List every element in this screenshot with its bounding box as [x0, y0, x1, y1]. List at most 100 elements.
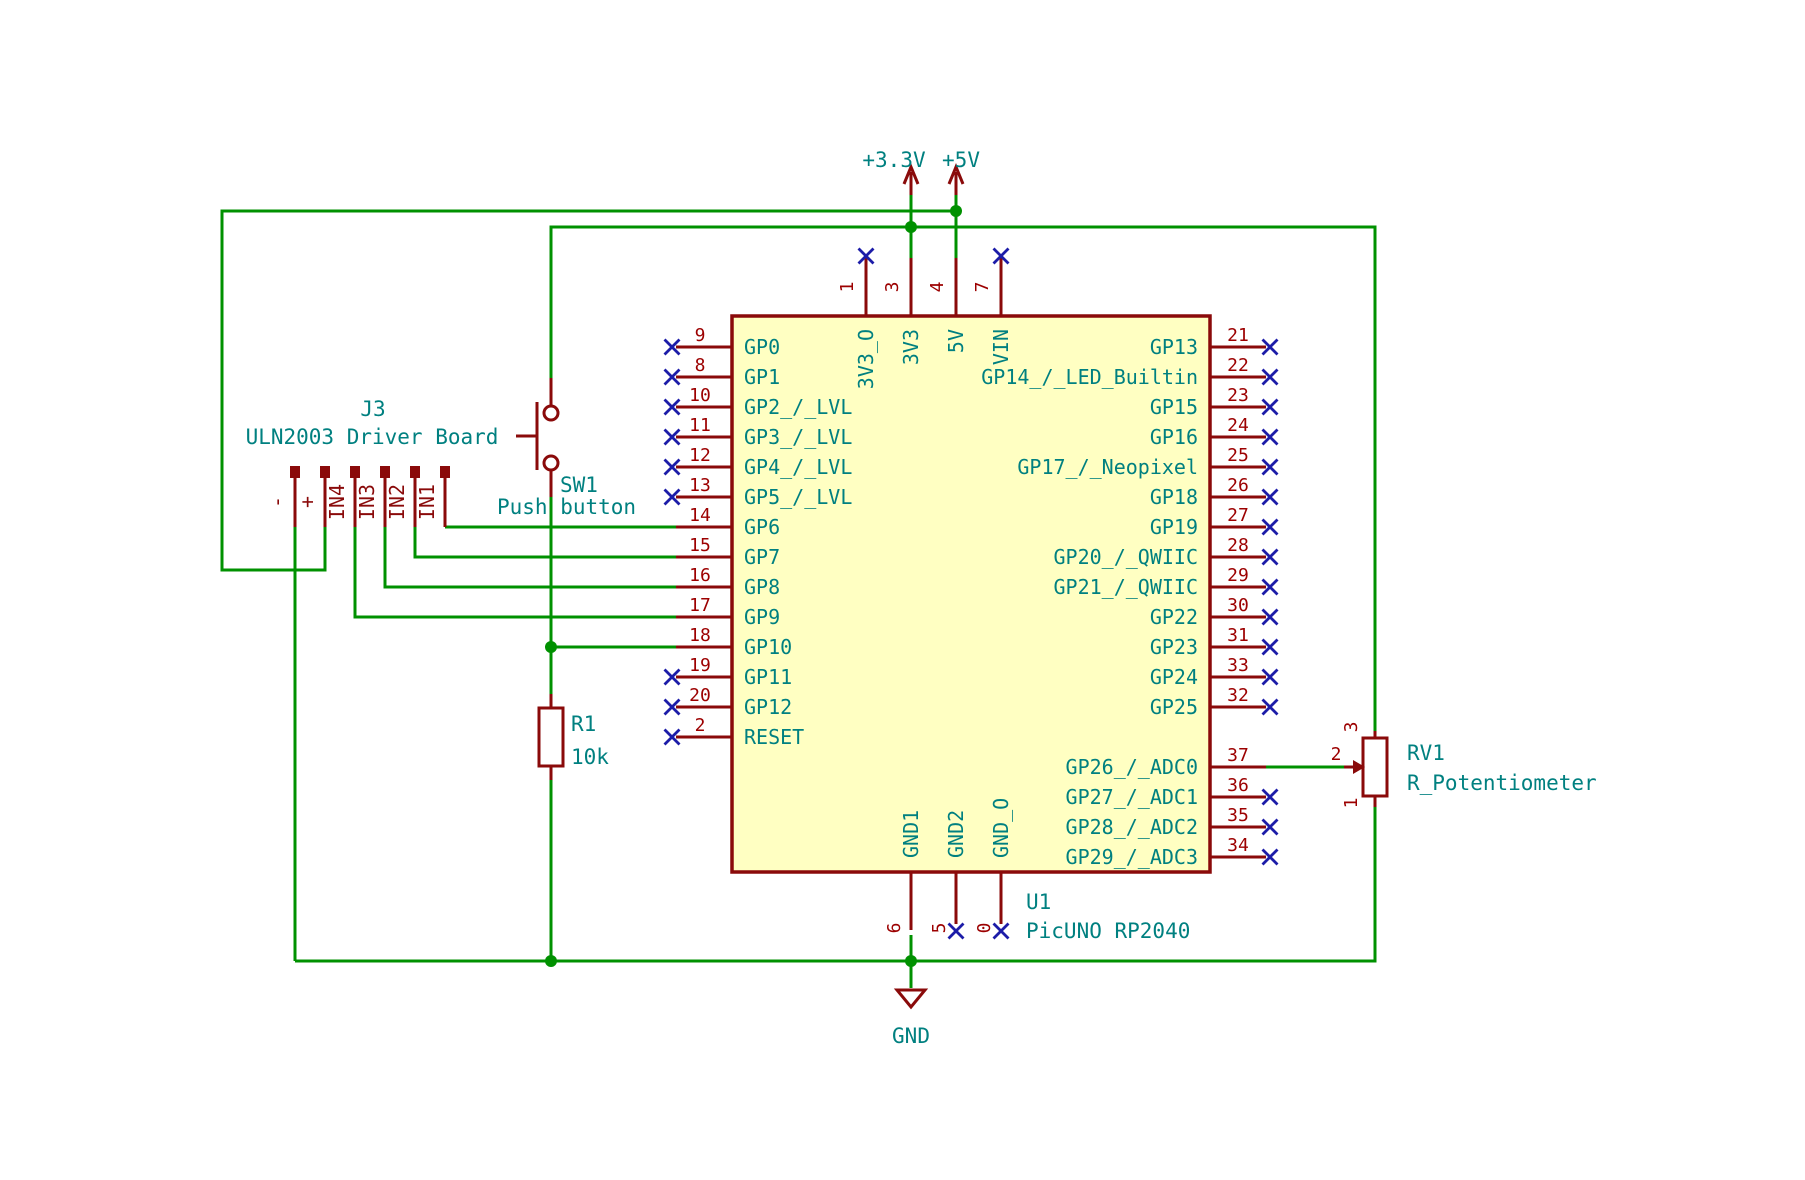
no-connect-icon — [663, 458, 681, 476]
no-connect-icon — [1261, 788, 1279, 806]
u1-pin-name-GP2_/_LVL: GP2_/_LVL — [744, 395, 852, 419]
u1-pin-name-GP22: GP22 — [1150, 605, 1198, 629]
u1-pin-number-6: 6 — [884, 923, 905, 934]
power-label-5v: +5V — [942, 148, 980, 172]
no-connect-icon — [663, 428, 681, 446]
no-connect-icon — [1261, 848, 1279, 866]
no-connect-icon — [1261, 338, 1279, 356]
r1-symbol[interactable]: R1 10k — [537, 694, 609, 780]
u1-pin-name-GP20_/_QWIIC: GP20_/_QWIIC — [1054, 545, 1199, 569]
power-label-3v3: +3.3V — [862, 148, 926, 172]
u1-pin-number-19: 19 — [689, 655, 711, 676]
no-connect-icon — [857, 247, 875, 265]
no-connect-icon — [1261, 548, 1279, 566]
no-connect-icon — [663, 368, 681, 386]
rv1-pin-number-1: 1 — [1341, 798, 1362, 809]
u1-pin-number-28: 28 — [1227, 535, 1249, 556]
u1-pin-name-GP1: GP1 — [744, 365, 780, 389]
u1-pin-number-34: 34 — [1227, 835, 1249, 856]
u1-pin-name-GND_O: GND_O — [989, 798, 1013, 858]
u1-pin-name-GP17_/_Neopixel: GP17_/_Neopixel — [1017, 455, 1198, 479]
u1-pin-name-GP5_/_LVL: GP5_/_LVL — [744, 485, 852, 509]
rv1-body — [1361, 736, 1389, 798]
u1-pin-number-5: 5 — [929, 923, 950, 934]
r1-value: 10k — [571, 745, 609, 769]
junction-icon — [545, 955, 557, 967]
no-connect-icon — [663, 488, 681, 506]
u1-pin-number-2: 2 — [695, 715, 706, 736]
u1-pin-number-11: 11 — [689, 415, 711, 436]
u1-pin-name-5V: 5V — [944, 329, 968, 353]
wire-gnd-rail — [295, 807, 1377, 963]
r1-reference: R1 — [571, 712, 596, 736]
u1-pin-name-GP8: GP8 — [744, 575, 780, 599]
j3-pin-label-IN4: IN4 — [325, 484, 349, 520]
j3-pin-box-icon — [290, 466, 300, 478]
gnd-symbol-icon — [893, 988, 929, 1010]
u1-pin-name-GP9: GP9 — [744, 605, 780, 629]
u1-pin-number-22: 22 — [1227, 355, 1249, 376]
u1-pin-number-23: 23 — [1227, 385, 1249, 406]
wire-3v3-rail — [549, 225, 1377, 731]
junction-icon — [545, 641, 557, 653]
no-connect-icon — [663, 398, 681, 416]
u1-pin-name-GP28_/_ADC2: GP28_/_ADC2 — [1066, 815, 1198, 839]
u1-pin-number-17: 17 — [689, 595, 711, 616]
u1-pin-number-33: 33 — [1227, 655, 1249, 676]
u1-pin-name-GP4_/_LVL: GP4_/_LVL — [744, 455, 852, 479]
u1-pin-number-31: 31 — [1227, 625, 1249, 646]
u1-pin-name-GP11: GP11 — [744, 665, 792, 689]
sw1-symbol[interactable]: SW1 Push button — [497, 378, 636, 519]
u1-pin-name-3V3: 3V3 — [899, 329, 923, 365]
no-connect-icon — [1261, 398, 1279, 416]
power-label-gnd: GND — [892, 1024, 930, 1048]
junction-icon — [950, 205, 962, 217]
no-connect-icon — [1261, 428, 1279, 446]
u1-pin-name-GND2: GND2 — [944, 810, 968, 858]
u1-pin-number-12: 12 — [689, 445, 711, 466]
no-connect-icon — [1261, 518, 1279, 536]
no-connect-icon — [1261, 818, 1279, 836]
u1-pin-number-37: 37 — [1227, 745, 1249, 766]
u1-pin-name-GP0: GP0 — [744, 335, 780, 359]
no-connect-icon — [1261, 638, 1279, 656]
rv1-pin-number-2: 2 — [1331, 744, 1342, 765]
power-flag-5v[interactable]: +5V — [942, 148, 980, 195]
power-flag-3v3[interactable]: +3.3V — [862, 148, 926, 195]
u1-body — [730, 314, 1212, 874]
sw1-value: Push button — [497, 495, 636, 519]
u1-pin-number-30: 30 — [1227, 595, 1249, 616]
rv1-symbol[interactable]: 3 2 1 RV1 R_Potentiometer — [1331, 722, 1597, 809]
j3-pin-box-icon — [410, 466, 420, 478]
u1-pin-name-GP26_/_ADC0: GP26_/_ADC0 — [1066, 755, 1198, 779]
u1-pin-number-4: 4 — [927, 282, 948, 293]
u1-pin-number-14: 14 — [689, 505, 711, 526]
no-connect-icon — [1261, 608, 1279, 626]
j3-reference: J3 — [360, 397, 385, 421]
no-connect-icon — [663, 338, 681, 356]
wire-in3-gp8 — [383, 527, 676, 589]
u1-pin-number-7: 7 — [972, 282, 993, 293]
u1-pin-name-GP19: GP19 — [1150, 515, 1198, 539]
u1-reference: U1 — [1026, 890, 1051, 914]
u1-pin-number-15: 15 — [689, 535, 711, 556]
j3-pin-label-IN3: IN3 — [355, 484, 379, 520]
u1-pin-name-3V3_O: 3V3_O — [854, 329, 878, 389]
wire-in4-gp9 — [353, 527, 676, 619]
u1-pin-name-GP13: GP13 — [1150, 335, 1198, 359]
u1-pin-number-18: 18 — [689, 625, 711, 646]
u1-pin-name-GP3_/_LVL: GP3_/_LVL — [744, 425, 852, 449]
no-connect-icon — [663, 728, 681, 746]
sw1-contact-icon — [542, 404, 560, 422]
u1-pin-name-GP25: GP25 — [1150, 695, 1198, 719]
wires — [220, 195, 1377, 988]
junction-dots — [545, 205, 962, 967]
sw1-reference: SW1 — [560, 473, 598, 497]
power-flag-gnd[interactable]: GND — [892, 988, 930, 1048]
j3-value: ULN2003 Driver Board — [246, 425, 499, 449]
sw1-contact-icon — [542, 454, 560, 472]
u1-pin-number-8: 8 — [695, 355, 706, 376]
